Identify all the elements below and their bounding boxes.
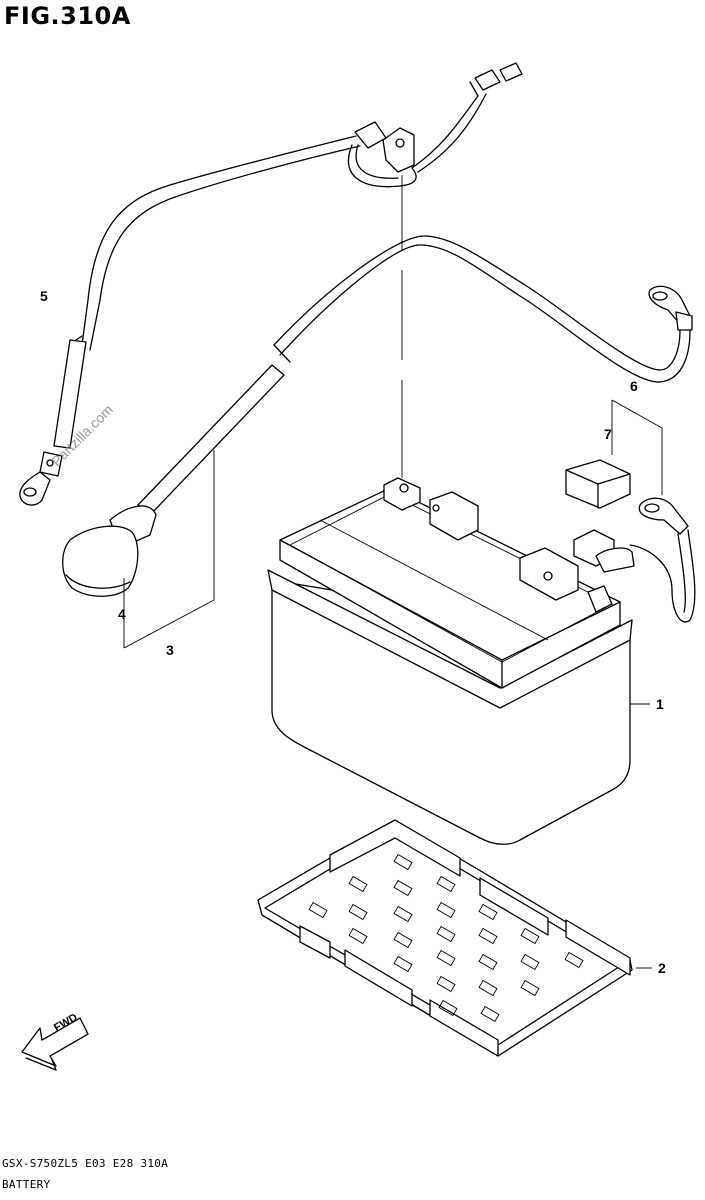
callout-3: 3 [166, 642, 174, 658]
callout-6: 6 [630, 378, 638, 394]
footer-model-code: GSX-S750ZL5 E03 E28 310A [2, 1157, 169, 1170]
battery-tray [257, 819, 633, 1057]
starter-cable [19, 62, 523, 506]
battery [267, 477, 633, 845]
figure-title: FIG.310A [4, 2, 131, 30]
callout-7: 7 [604, 426, 612, 442]
callout-4: 4 [118, 606, 126, 622]
positive-cable-assembly [565, 459, 696, 623]
negative-cable-assembly [62, 235, 693, 597]
callout-2: 2 [658, 960, 666, 976]
leader-lines [123, 175, 663, 969]
footer-section-name: BATTERY [2, 1178, 51, 1191]
callout-5: 5 [40, 288, 48, 304]
fwd-arrow-icon [21, 1017, 89, 1071]
callout-1: 1 [656, 696, 664, 712]
